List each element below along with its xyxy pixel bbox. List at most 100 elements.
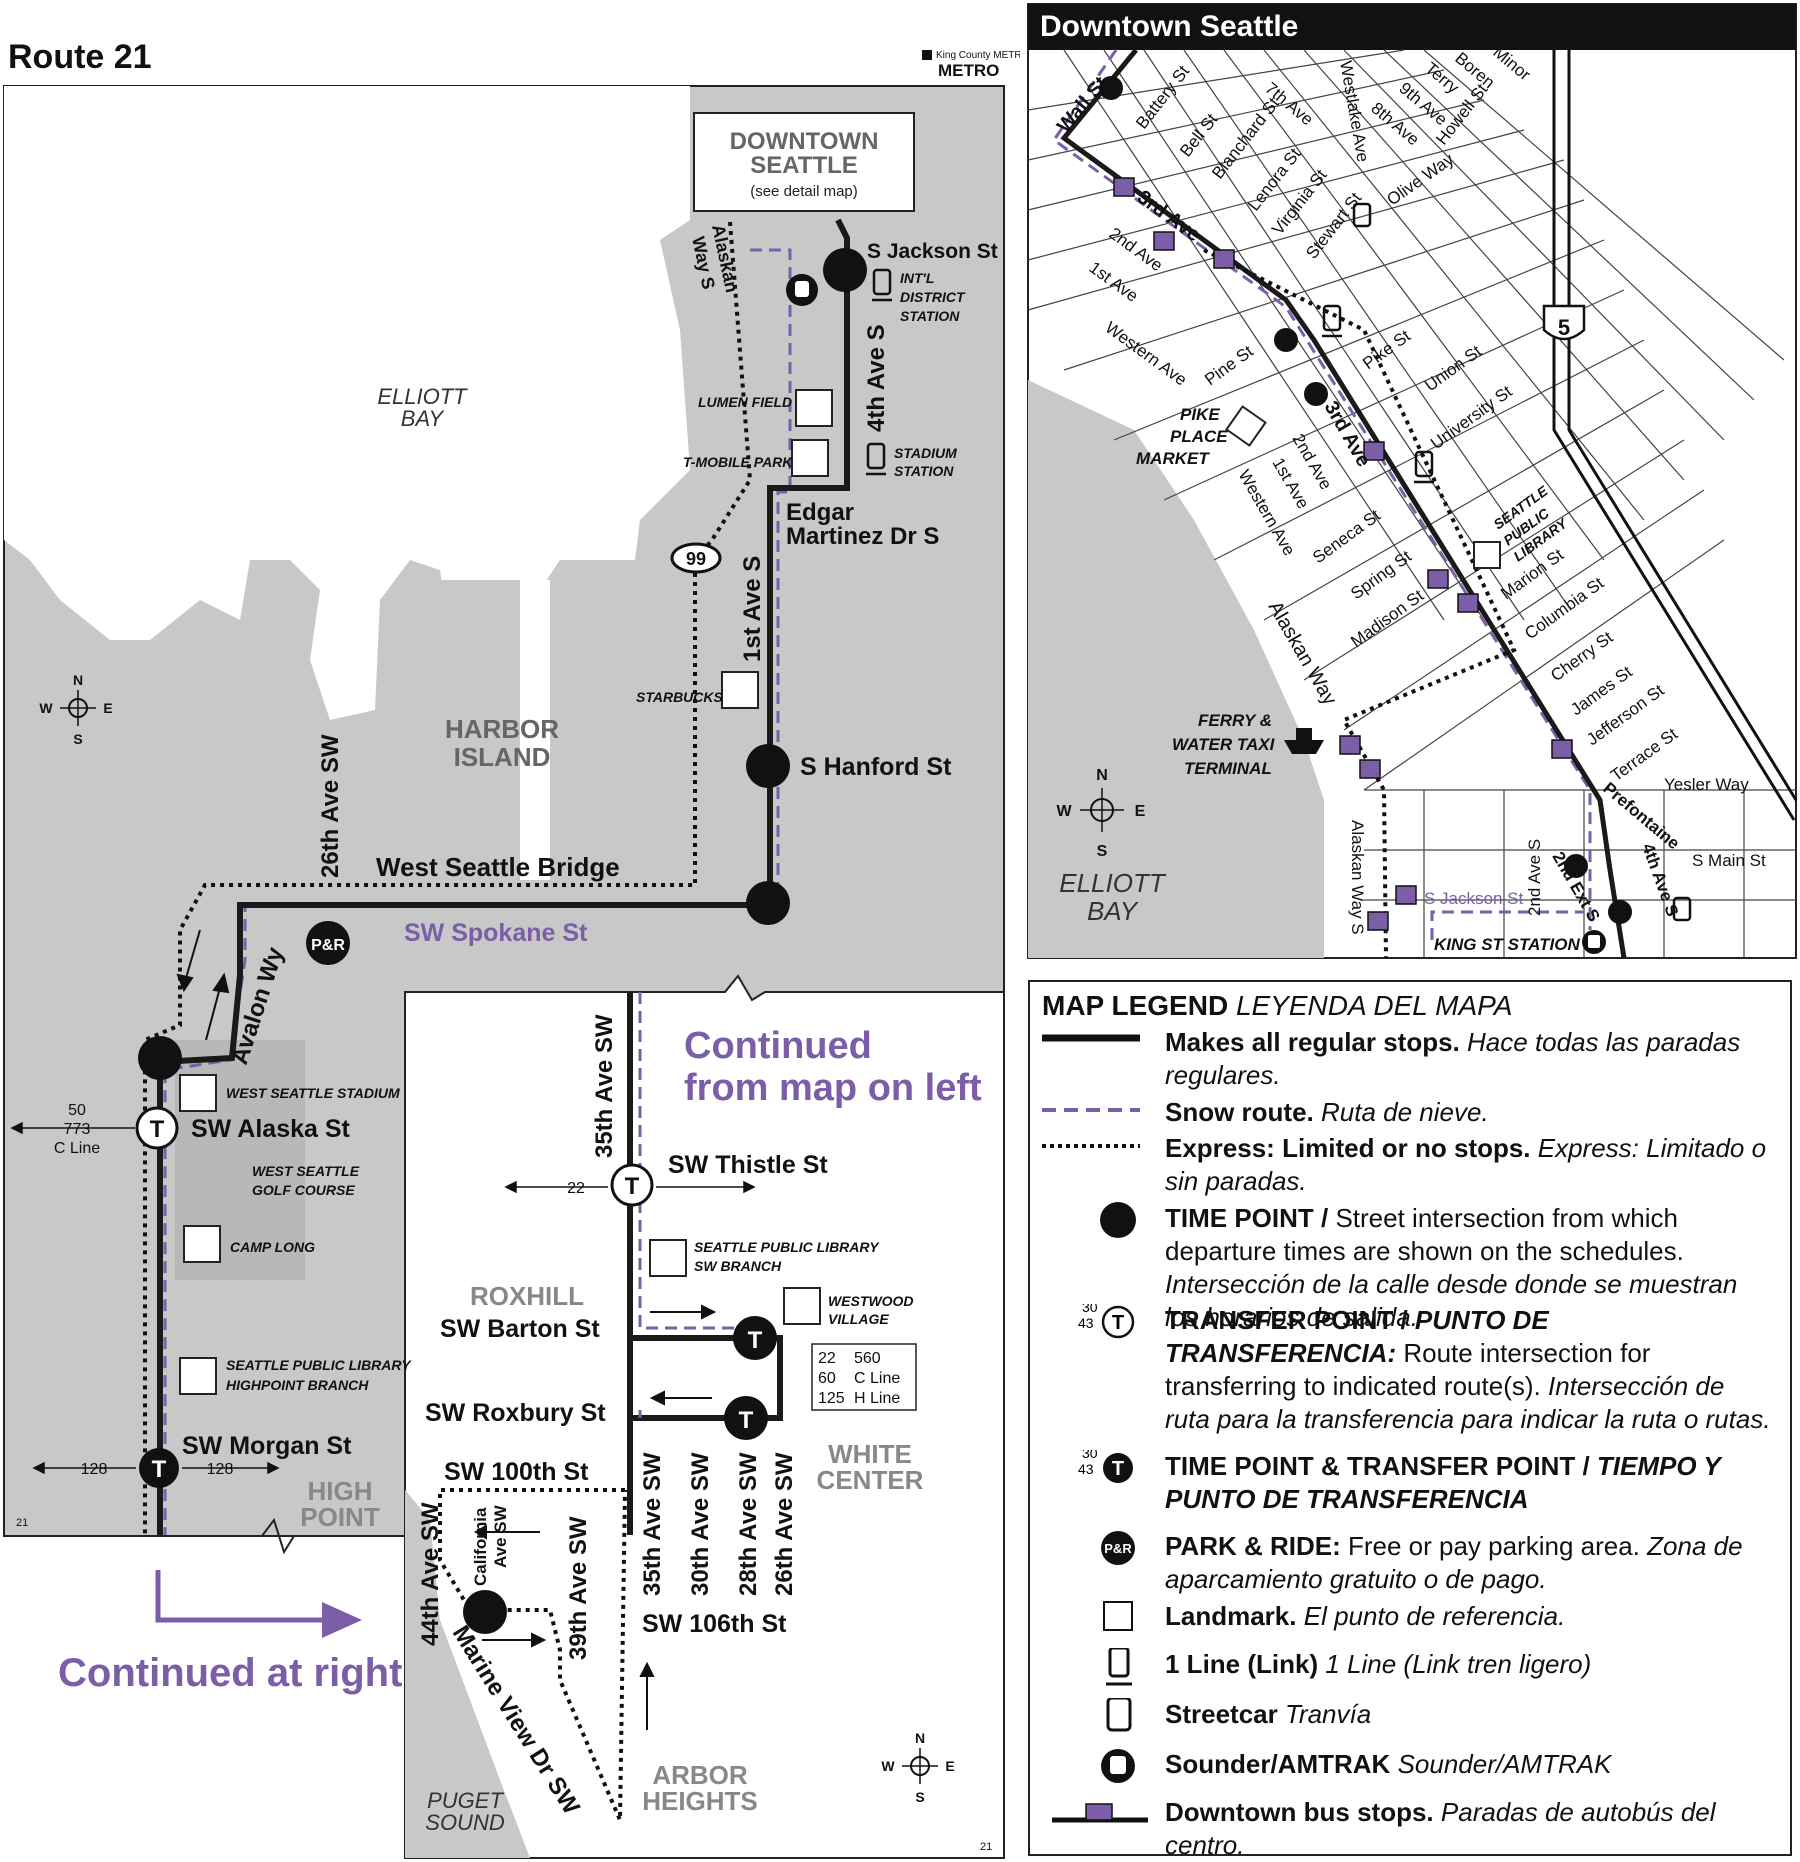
time-point-hanford[interactable] [746,744,790,788]
dt-time-point-3[interactable] [1304,382,1328,406]
park-and-ride-icon[interactable]: P&R [306,921,350,965]
downtown-title-bar [1028,4,1796,50]
dt-time-point-4[interactable] [1564,854,1588,878]
time-transfer-point-barton[interactable]: T [733,1316,777,1360]
time-point-marine-view[interactable] [463,1590,507,1634]
label-elliott-bay-1: ELLIOTT [377,384,468,409]
time-point-jackson[interactable] [823,248,867,292]
bus-stop-symbol [1052,1803,1148,1823]
transfer-point-alaska[interactable]: T [135,1106,179,1150]
svg-text:P&R: P&R [311,937,345,954]
link-rail-icon [1106,1648,1132,1686]
transfer-routes-alaska-3: C Line [54,1140,100,1157]
downtown-seattle-box[interactable] [693,112,915,212]
label-high-point-1: HIGH [308,1476,373,1506]
street-35th-ave-b: 35th Ave SW [639,1452,666,1596]
time-point-avalon[interactable] [138,1036,182,1080]
svg-text:S: S [915,1789,924,1805]
svg-text:N: N [1096,767,1108,784]
harbor-island-shape [420,580,610,860]
label-harbor-island-2: ISLAND [454,742,551,772]
page-number-1: 21 [16,1517,28,1529]
landmark-golf-2: GOLF COURSE [252,1182,355,1198]
transfer-arrows-morgan [32,1461,280,1475]
transfer-routes-morgan-left: 128 [81,1461,108,1478]
sw-library-box [649,1239,687,1277]
street-44th-ave: 44th Ave SW [417,1502,444,1646]
dt-place-ferry-1: FERRY & [1198,711,1272,730]
svg-text:T: T [748,1327,763,1354]
stop-label-jackson: S Jackson St [867,240,998,263]
downtown-bus-stops [1113,177,1573,931]
landmark-intl-3: STATION [900,308,960,324]
downtown-express-route [1203,248,1517,959]
time-transfer-point-roxbury[interactable]: T [724,1396,768,1440]
starbucks-box [721,671,759,709]
stop-label-roxbury: SW Roxbury St [425,1399,606,1427]
map-legend: MAP LEGEND LEYENDA DEL MAPA Makes all re… [1028,980,1792,1860]
legend-header: MAP LEGEND LEYENDA DEL MAPA [1042,990,1512,1022]
transfer-box-4: C Line [854,1370,900,1387]
street-spokane: SW Spokane St [404,919,588,947]
direction-arrows [176,929,717,1730]
dt-ferry-icon [1284,728,1324,754]
continued-at-right[interactable]: Continued at right [58,1651,402,1695]
street-edgar-1: Edgar [786,499,854,526]
time-transfer-point-morgan[interactable]: T [139,1448,179,1488]
dt-place-pike-1: PIKE [1180,405,1220,424]
dt-place-ferry-3: TERMINAL [1184,759,1272,778]
route-title: Route 21 [8,38,152,76]
transfer-arrow-alaska [10,1121,135,1135]
waterway [520,580,550,880]
link-icon-intl [872,268,892,302]
label-white-center-2: CENTER [817,1465,924,1495]
king-county-metro-logo: King County METRO METRO [922,50,1020,80]
downtown-snow-route [1051,49,1592,940]
stop-label-barton: SW Barton St [440,1315,600,1343]
dt-street-main: S Main St [1692,851,1766,870]
compass-main: N S W E [39,672,112,747]
landmark-sw-lib-1: SEATTLE PUBLIC LIBRARY [694,1239,880,1255]
dt-street-yesler: Yesler Way [1664,775,1749,794]
stop-label-hanford: S Hanford St [800,753,952,781]
svg-text:N: N [73,672,83,688]
label-arbor-heights-2: HEIGHTS [642,1786,758,1816]
landmark-westwood-1: WESTWOOD [828,1293,914,1309]
dt-time-point-5[interactable] [1608,900,1632,924]
street-edgar-2: Martinez Dr S [786,523,939,550]
svg-text:S: S [73,731,82,747]
dt-time-point-1[interactable] [1099,76,1123,100]
inset-snow-route [638,992,755,1418]
svg-text:43: 43 [1078,1461,1094,1477]
continued-arrow [155,1570,355,1623]
dt-time-point-2[interactable] [1274,328,1298,352]
westwood-box [783,1287,821,1325]
route-map: Route 21 King County METRO METRO DOWNTOW… [3,38,1020,1859]
dt-place-pike-3: MARKET [1136,449,1210,468]
svg-text:T: T [1112,1312,1124,1334]
transfer-box-3: 60 [818,1370,836,1387]
regular-route-line [157,218,850,1535]
landmark-tmobile: T-MOBILE PARK [683,454,793,470]
compass-inset: N S W E [881,1730,954,1805]
time-point-spokane[interactable] [746,881,790,925]
landmark-lumen: LUMEN FIELD [698,394,792,410]
label-high-point-2: POINT [300,1502,380,1532]
highway-99-label: 99 [686,549,706,569]
svg-text:E: E [103,700,112,716]
dt-place-ferry-2: WATER TAXI [1172,735,1276,754]
downtown-box-title-1: DOWNTOWN [730,128,879,155]
svg-text:T: T [150,1116,165,1143]
transfer-point-thistle[interactable]: T [610,1163,654,1207]
label-roxhill: ROXHILL [470,1281,584,1311]
page-number-2: 21 [980,1841,992,1853]
t-mobile-park-box [791,439,829,477]
regular-line-symbol [1042,1034,1140,1042]
dt-sounder-icon [1582,930,1606,954]
svg-text:T: T [152,1456,167,1483]
svg-text:30: 30 [1082,1450,1098,1461]
svg-text:S: S [1097,843,1108,860]
street-california-1: California [471,1507,490,1586]
landmark-hp-lib-2: HIGHPOINT BRANCH [226,1377,369,1393]
street-30th-ave: 30th Ave SW [687,1452,714,1596]
